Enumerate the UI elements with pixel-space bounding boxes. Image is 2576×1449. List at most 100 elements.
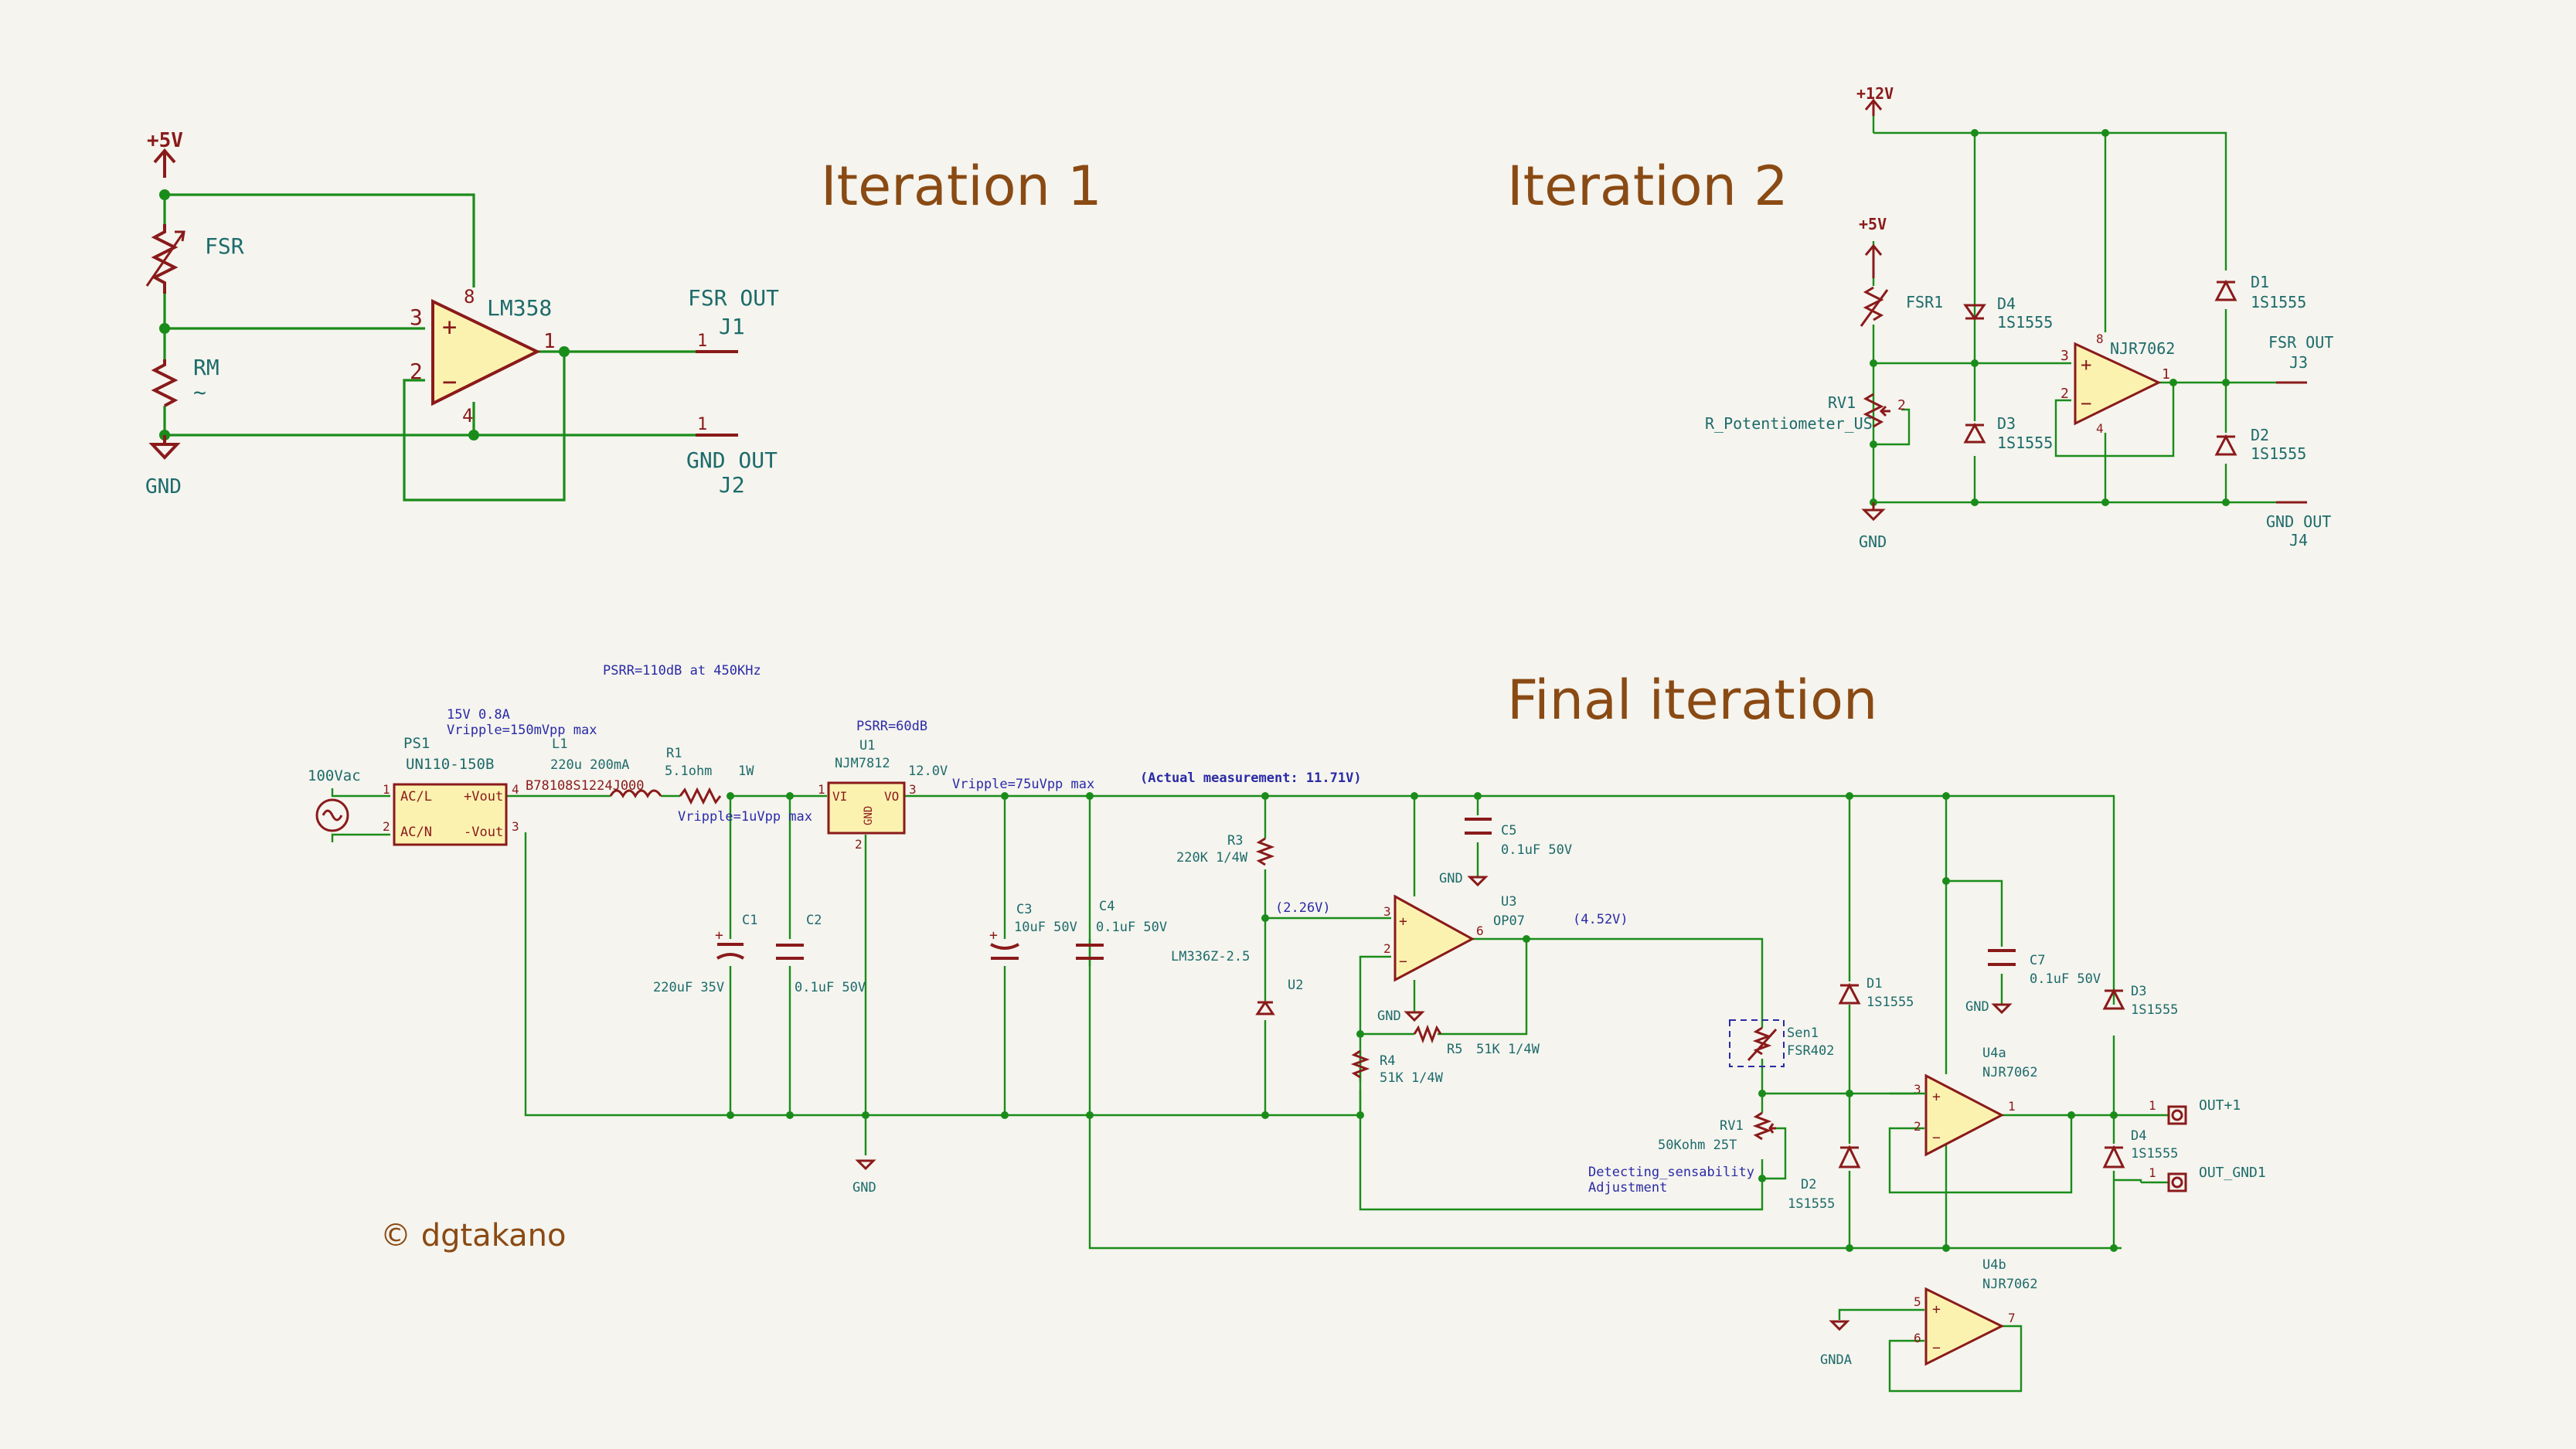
final-ripple75-note: Vripple=75uVpp max [952, 777, 1094, 792]
svg-text:2: 2 [2060, 386, 2069, 402]
svg-text:AC/N: AC/N [400, 825, 432, 840]
final-c5-value: 0.1uF 50V [1501, 842, 1572, 858]
iter2-fsr1-label: FSR1 [1906, 293, 1943, 311]
iter2-j3-label: J3 [2289, 353, 2308, 372]
final-r4-value: 51K 1/4W [1380, 1070, 1444, 1086]
svg-text:3: 3 [909, 782, 917, 797]
final-u4a-label: U4a [1982, 1046, 2006, 1061]
svg-text:+Vout: +Vout [464, 789, 503, 804]
final-r5-value: 51K 1/4W [1476, 1042, 1540, 1057]
svg-text:+: + [2081, 354, 2091, 376]
iter2-d3-value: 1S1555 [1997, 434, 2053, 452]
iter1-opamp-pin8: 8 [464, 286, 475, 308]
svg-text:GND: GND [1965, 999, 1989, 1015]
svg-text:1: 1 [2162, 366, 2170, 383]
svg-text:GND: GND [1439, 871, 1463, 886]
iter2-j4-label: J4 [2289, 531, 2308, 549]
svg-text:3: 3 [512, 819, 519, 834]
copyright-text: © dgtakano [380, 1218, 567, 1253]
svg-text:8: 8 [2096, 332, 2104, 346]
heading-iteration-2: Iteration 2 [1507, 155, 1788, 218]
final-r5-label: R5 [1447, 1042, 1462, 1057]
final-gnda-label: GNDA [1820, 1352, 1852, 1368]
final-u1-value: NJM7812 [835, 756, 890, 771]
svg-text:+: + [1932, 1089, 1941, 1105]
final-u2-label: U2 [1288, 978, 1303, 993]
svg-text:2: 2 [1897, 397, 1906, 413]
svg-text:+: + [715, 927, 723, 944]
svg-text:VO: VO [884, 789, 899, 804]
svg-text:−: − [1932, 1340, 1941, 1356]
svg-text:6: 6 [1914, 1331, 1921, 1345]
iter2-opamp-label: NJR7062 [2110, 339, 2175, 358]
iter1-j1-label: J1 [719, 314, 745, 339]
final-ac-label: 100Vac [308, 767, 361, 784]
svg-text:+: + [442, 312, 457, 342]
iter2-d4-value: 1S1555 [1997, 313, 2053, 332]
iter2-vcc12-label: +12V [1856, 84, 1894, 103]
heading-final-iteration: Final iteration [1507, 668, 1877, 732]
svg-text:-Vout: -Vout [464, 825, 503, 840]
svg-text:−: − [442, 367, 457, 396]
final-r1-value: 5.1ohm [665, 764, 712, 779]
final-u3-value: OP07 [1493, 913, 1525, 929]
final-d4-value: 1S1555 [2131, 1146, 2178, 1162]
final-452v-note: (4.52V) [1573, 912, 1628, 927]
svg-text:2: 2 [1914, 1119, 1921, 1134]
final-ps1-ripple: Vripple=150mVpp max [447, 723, 597, 738]
final-c4-label: C4 [1099, 899, 1114, 914]
final-rv1-value: 50Kohm 25T [1658, 1138, 1737, 1153]
final-226v-note: (2.26V) [1275, 900, 1331, 916]
iter1-gnd-label: GND [145, 475, 182, 498]
svg-text:GND: GND [863, 806, 875, 825]
iter1-j2-label: J2 [719, 472, 745, 498]
final-ps1-label: PS1 [403, 735, 430, 752]
final-u4b-label: U4b [1982, 1257, 2006, 1273]
iter2-gnd-out-label: GND OUT [2266, 512, 2331, 531]
iter1-fsr-label: FSR [205, 233, 244, 259]
svg-text:4: 4 [512, 782, 519, 797]
svg-text:1: 1 [2149, 1165, 2156, 1180]
svg-text:3: 3 [1383, 904, 1391, 919]
final-12v-label: 12.0V [908, 764, 948, 779]
iter2-fsr-out-label: FSR OUT [2268, 333, 2333, 352]
svg-text:GND: GND [1377, 1009, 1401, 1024]
svg-text:7: 7 [2008, 1311, 2016, 1325]
iter1-opamp-label: LM358 [487, 295, 552, 321]
svg-text:−: − [1932, 1130, 1941, 1146]
final-l1-part: B78108S1224J000 [526, 778, 645, 794]
svg-text:−: − [1399, 954, 1407, 970]
final-c5-label: C5 [1501, 823, 1516, 838]
final-detect-note-1: Detecting_sensability [1588, 1165, 1754, 1180]
iter2-d4-label: D4 [1997, 294, 2016, 313]
iter2-d3-label: D3 [1997, 414, 2016, 433]
final-r1-label: R1 [666, 746, 682, 761]
iter1-opamp-pin4: 4 [462, 405, 473, 427]
svg-text:1: 1 [818, 782, 825, 797]
svg-text:1: 1 [697, 415, 707, 434]
final-u4b-value: NJR7062 [1982, 1277, 2038, 1292]
iter2-d1-label: D1 [2251, 273, 2269, 291]
final-c3-value: 10uF 50V [1014, 920, 1077, 935]
final-c4-value: 0.1uF 50V [1096, 920, 1167, 935]
svg-text:6: 6 [1476, 923, 1484, 938]
heading-iteration-1: Iteration 1 [821, 155, 1102, 218]
final-r3-label: R3 [1227, 833, 1243, 849]
final-d3-value: 1S1555 [2131, 1002, 2178, 1018]
final-u1-label: U1 [859, 738, 875, 753]
final-psrr2-note: PSRR=60dB [856, 719, 927, 734]
final-c2-value: 0.1uF 50V [795, 980, 866, 995]
final-r1-ripple: Vripple=1uVpp max [678, 809, 812, 825]
svg-text:−: − [2081, 393, 2091, 414]
iter2-rv1-label: RV1 [1828, 393, 1856, 412]
final-iteration-circuit: 100Vac AC/L AC/N +Vout -Vout 1 2 4 3 PS1… [308, 663, 2266, 1393]
final-c3-label: C3 [1016, 902, 1032, 917]
final-d1-label: D1 [1866, 976, 1882, 992]
final-c1-value: 220uF 35V [653, 980, 724, 995]
final-c2-label: C2 [806, 913, 822, 928]
final-r1-watt: 1W [738, 764, 754, 779]
final-l1-value: 220u 200mA [550, 757, 629, 773]
iter2-rv1-value: R_Potentiometer_US [1705, 414, 1873, 433]
iter1-vcc-label: +5V [147, 129, 183, 152]
